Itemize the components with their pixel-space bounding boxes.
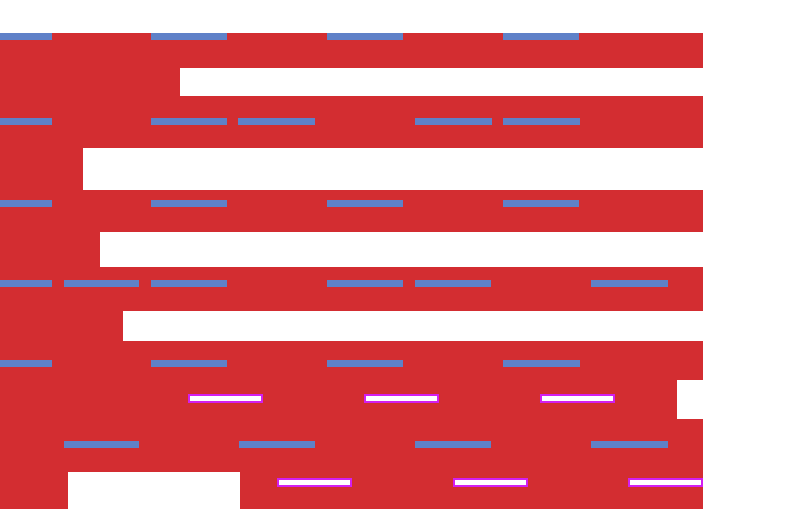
line-r6-c2 [239,441,315,448]
line-r4-c6 [591,280,668,287]
band-3 [0,190,703,232]
line-r2-c1 [0,118,52,125]
line-r3-c1 [0,200,52,207]
link-r6-c3[interactable] [628,478,703,487]
line-r4-c1 [0,280,52,287]
line-r3-c3 [327,200,403,207]
line-r4-c5 [415,280,491,287]
line-r2-c3 [238,118,315,125]
line-r5-c2 [151,360,227,367]
line-r2-c4 [415,118,492,125]
line-r5-c3 [327,360,403,367]
line-r4-c3 [151,280,227,287]
band-6b [0,472,68,509]
link-r5-c3[interactable] [540,394,615,403]
link-r6-c2[interactable] [453,478,528,487]
band-4b [0,311,123,341]
line-r2-c2 [151,118,227,125]
line-r1-c4 [503,33,579,40]
band-2b [0,148,83,190]
band-1b [0,68,180,96]
line-r1-c2 [151,33,227,40]
band-2 [0,96,703,148]
line-r6-c1 [64,441,139,448]
link-r5-c2[interactable] [364,394,439,403]
line-r5-c1 [0,360,52,367]
line-r2-c5 [503,118,580,125]
band-3b [0,232,100,267]
line-r5-c4 [503,360,580,367]
link-r6-c1[interactable] [277,478,352,487]
line-r3-c2 [151,200,227,207]
line-r1-c1 [0,33,52,40]
line-r4-c4 [327,280,403,287]
band-4 [0,267,703,311]
line-r3-c4 [503,200,579,207]
line-r6-c3 [415,441,491,448]
link-r5-c1[interactable] [188,394,263,403]
line-r6-c4 [591,441,668,448]
line-r4-c2 [64,280,139,287]
line-r1-c3 [327,33,403,40]
